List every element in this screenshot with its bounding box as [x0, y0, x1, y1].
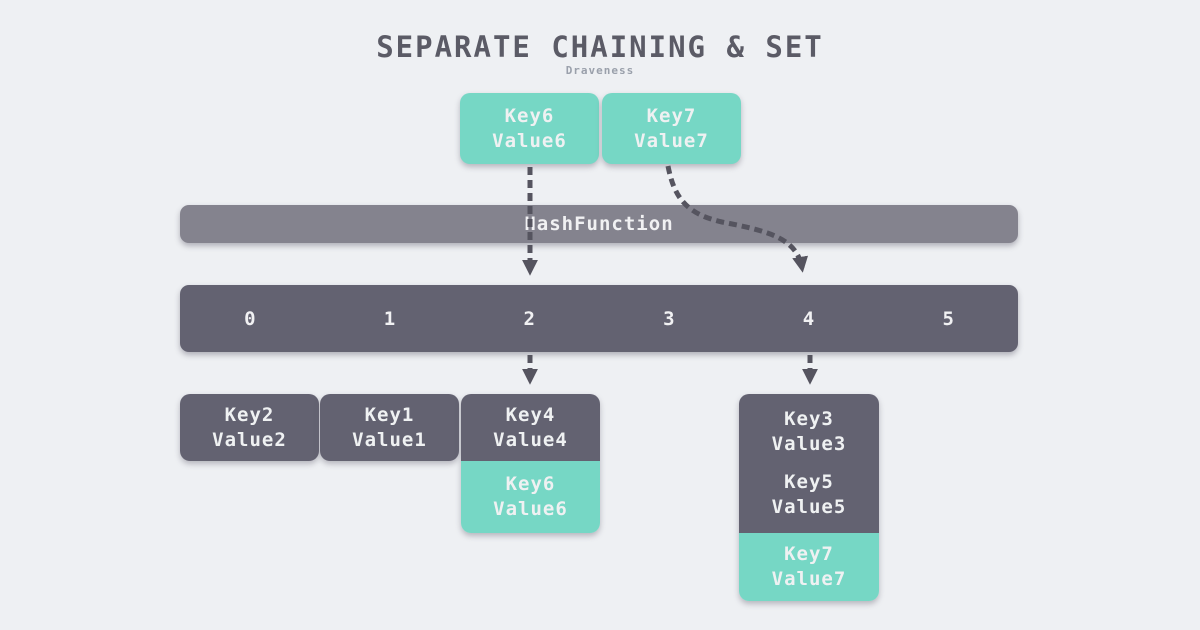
- entry-key: Key4: [505, 403, 556, 426]
- incoming-entry-key7: Key7 Value7: [602, 93, 741, 164]
- chain-bucket-0: Key2 Value2: [180, 394, 319, 461]
- chain-bucket-4: Key3 Value3 Key5 Value5 Key7 Value7: [739, 394, 879, 601]
- bucket-3: 3: [663, 307, 675, 330]
- hash-function-label: HashFunction: [524, 213, 674, 235]
- entry-value: Value1: [352, 428, 427, 451]
- subtitle-author: Draveness: [565, 64, 635, 77]
- entry-key: Key7: [784, 543, 834, 565]
- entry-key: Key7: [646, 104, 697, 127]
- chain-bucket-1: Key1 Value1: [320, 394, 459, 461]
- hash-function-bar: HashFunction: [180, 205, 1018, 243]
- bucket-array-bar: 0 1 2 3 4 5: [180, 285, 1018, 352]
- bucket-1: 1: [383, 307, 396, 330]
- bucket-5: 5: [942, 307, 954, 330]
- entry-key: Key3: [784, 408, 834, 430]
- page-title: SEPARATE CHAINING & SET: [376, 30, 824, 64]
- entry-key: Key5: [784, 471, 834, 493]
- entry-value: Value4: [493, 428, 568, 451]
- entry-value: Value7: [634, 129, 709, 152]
- chain-bucket-2: Key4 Value4 Key6 Value6: [461, 394, 600, 533]
- incoming-entry-key6: Key6 Value6: [460, 93, 599, 164]
- entry-key: Key6: [505, 473, 556, 495]
- entry-value: Value5: [771, 496, 847, 518]
- entry-value: Value7: [771, 568, 847, 590]
- entry-key: Key6: [504, 104, 555, 127]
- entry-value: Value3: [771, 433, 847, 455]
- entry-value: Value2: [212, 428, 287, 451]
- entry-key: Key1: [364, 403, 415, 426]
- bucket-2: 2: [523, 307, 535, 330]
- entry-value: Value6: [492, 129, 567, 152]
- entry-key: Key2: [224, 403, 275, 426]
- bucket-0: 0: [244, 307, 256, 330]
- bucket-4: 4: [802, 307, 815, 330]
- entry-value: Value6: [493, 498, 568, 520]
